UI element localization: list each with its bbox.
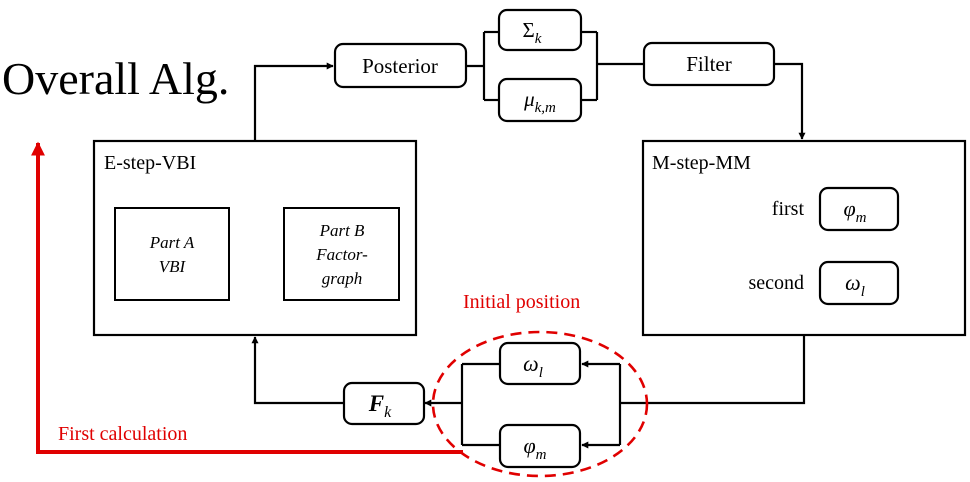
first-calculation-arrow [31,141,463,454]
mstep-phi-symbol: φ [843,196,855,221]
svg-text:ωl: ωl [523,351,543,381]
fk-block: Fk [342,381,426,426]
sigma-symbol: Σ [523,18,535,42]
svg-text:φm: φm [523,433,546,463]
sigma-block: Σk [497,8,583,52]
phi-subscript: m [536,447,547,463]
part-b-block: Part B Factor- graph [283,207,400,301]
part-b-line3: graph [322,269,363,288]
part-b-line1: Part B [319,221,365,240]
filter-to-mstep-arrow [774,62,806,140]
part-a-line2: VBI [159,257,187,276]
fk-symbol: F [368,391,384,416]
posterior-block: Posterior [333,42,468,89]
svg-text:Fk: Fk [368,391,392,421]
initial-position-ellipse [431,330,649,478]
sigma-subscript: k [535,31,542,47]
part-a-line1: Part A [149,233,195,252]
mstep-omega-subscript: l [861,284,865,300]
filter-label: Filter [686,52,732,76]
initial-position-label: Initial position [463,291,580,313]
diagram-title: Overall Alg. [2,53,229,104]
svg-text:μk,m: μk,m [523,87,556,116]
estep-label: E-step-VBI [104,152,196,174]
phi-symbol: φ [523,433,535,458]
mu-block: μk,m [497,77,583,123]
omega-block: ωl [498,341,582,386]
mstep-omega-symbol: ω [845,270,861,295]
estep-to-posterior-arrow [253,62,334,140]
phi-block: φm [498,423,582,469]
svg-text:ωl: ωl [845,270,865,300]
filter-block: Filter [642,41,776,87]
mstep-first-label: first [772,198,805,220]
mstep-mm-block: M-step-MM first φm second ωl [641,139,967,337]
fk-to-estep-arrow [251,336,343,405]
part-b-line2: Factor- [315,245,368,264]
mstep-phi-subscript: m [856,210,867,226]
posterior-label: Posterior [362,54,438,78]
fk-subscript: k [384,404,392,421]
mstep-omega-box [818,260,900,306]
mstep-second-label: second [748,272,804,294]
part-a-block: Part A VBI [114,207,230,301]
mstep-label: M-step-MM [652,152,751,174]
omega-symbol: ω [523,351,539,376]
mu-subscript: k,m [535,100,556,116]
mstep-down-line [620,335,806,405]
mstep-phi-box [818,186,900,232]
svg-text:φm: φm [843,196,866,226]
first-calculation-label: First calculation [58,423,187,445]
svg-text:Σk: Σk [523,18,542,47]
mu-symbol: μ [523,87,535,111]
omega-subscript: l [539,365,543,381]
